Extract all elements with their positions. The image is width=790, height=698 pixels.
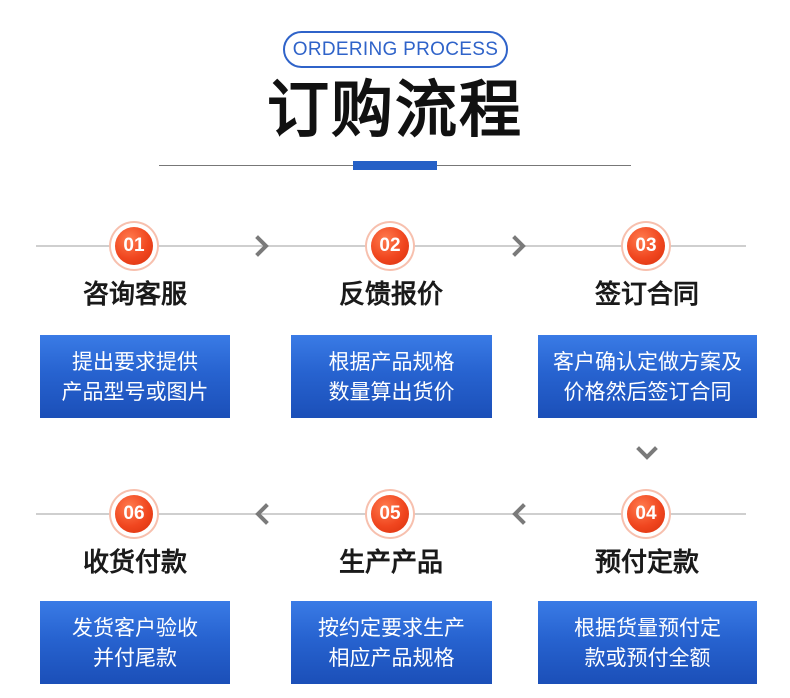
- step-2-badge: 02: [371, 227, 409, 265]
- chevron-left-icon: [255, 503, 269, 525]
- step-4-description: 根据货量预付定 款或预付全额: [538, 601, 757, 684]
- step-6-line-2: 并付尾款: [93, 645, 177, 670]
- chevron-right-icon: [512, 235, 526, 257]
- step-1-description: 提出要求提供 产品型号或图片: [40, 335, 230, 418]
- subtitle-pill: ORDERING PROCESS: [283, 31, 508, 68]
- step-3-title: 签订合同: [594, 280, 699, 310]
- step-6-line-1: 发货客户验收: [72, 615, 198, 640]
- step-5-line-1: 按约定要求生产: [318, 615, 465, 640]
- page-title: 订购流程: [266, 73, 523, 146]
- step-5-badge: 05: [371, 495, 409, 533]
- step-1-title: 咨询客服: [82, 280, 187, 310]
- step-2-line-1: 根据产品规格: [328, 349, 455, 374]
- step-1-line-1: 提出要求提供: [72, 349, 198, 374]
- step-4-title: 预付定款: [594, 548, 699, 578]
- step-6-title: 收货付款: [82, 548, 187, 578]
- step-2-line-2: 数量算出货价: [328, 379, 455, 404]
- chevron-left-icon: [512, 503, 526, 525]
- step-3-badge: 03: [627, 227, 665, 265]
- step-3-line-2: 价格然后签订合同: [563, 379, 732, 404]
- step-4-line-2: 款或预付全额: [584, 645, 711, 670]
- step-5-description: 按约定要求生产 相应产品规格: [291, 601, 492, 684]
- step-2-title: 反馈报价: [338, 280, 443, 310]
- subtitle-text: ORDERING PROCESS: [292, 38, 499, 60]
- step-3-description: 客户确认定做方案及 价格然后签订合同: [538, 335, 757, 418]
- step-6-badge: 06: [115, 495, 153, 533]
- step-2-description: 根据产品规格 数量算出货价: [291, 335, 492, 418]
- step-1-badge: 01: [115, 227, 153, 265]
- chevron-down-icon: [636, 446, 658, 460]
- chevron-right-icon: [255, 235, 269, 257]
- step-4-line-1: 根据货量预付定: [574, 615, 721, 640]
- step-3-line-1: 客户确认定做方案及: [553, 349, 742, 374]
- step-5-title: 生产产品: [338, 548, 443, 578]
- step-6-description: 发货客户验收 并付尾款: [40, 601, 230, 684]
- title-accent-bar: [353, 161, 437, 170]
- step-5-line-2: 相应产品规格: [328, 645, 455, 670]
- step-1-line-2: 产品型号或图片: [61, 379, 209, 404]
- step-4-badge: 04: [627, 495, 665, 533]
